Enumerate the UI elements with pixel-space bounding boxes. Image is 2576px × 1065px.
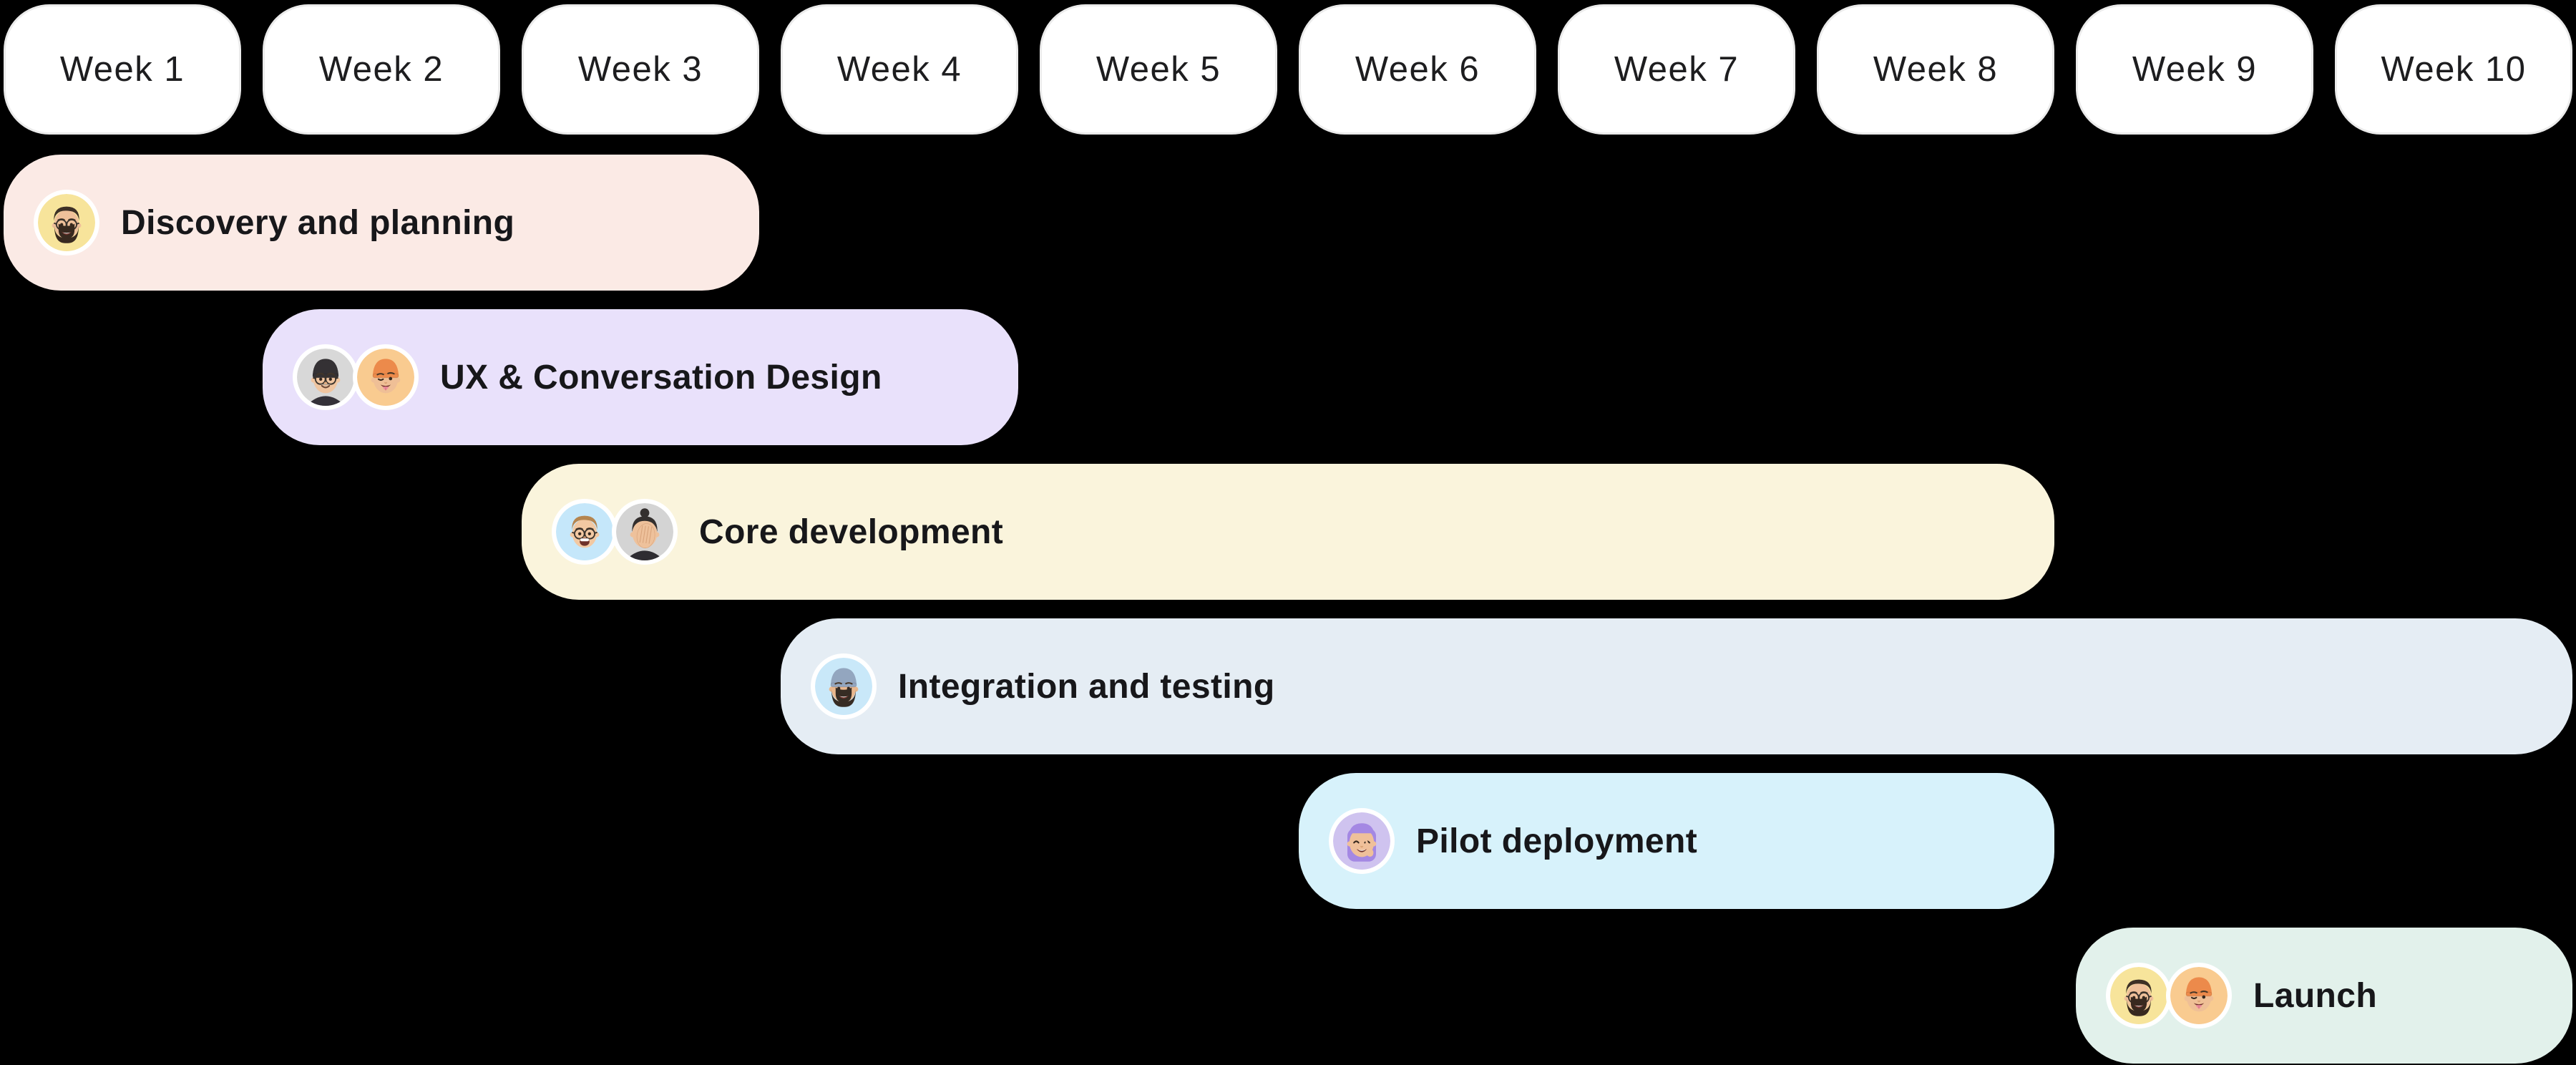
avatar-gray-beanie-mustache-man: [293, 344, 358, 410]
task-label-launch: Launch: [2253, 976, 2378, 1015]
avatar-bearded-man-glasses-yellow: [34, 190, 99, 256]
memoji-blue-bg-glasses-boy-icon: [556, 503, 613, 560]
week-pill-4: Week 4: [781, 4, 1018, 135]
assignee-avatars: [34, 190, 99, 256]
week-pill-9: Week 9: [2076, 4, 2313, 135]
assignee-avatars: [811, 653, 877, 719]
memoji-facepalm-man-bun-icon: [616, 503, 673, 560]
assignee-avatars: [293, 344, 419, 410]
task-label-pilot-deployment: Pilot deployment: [1416, 822, 1698, 860]
memoji-gray-beanie-mustache-man-icon: [297, 349, 354, 406]
task-bar-ux-conversation-design[interactable]: UX & Conversation Design: [263, 309, 1018, 445]
memoji-bearded-man-glasses-yellow-icon: [2110, 967, 2167, 1024]
task-bar-pilot-deployment[interactable]: Pilot deployment: [1299, 773, 2054, 909]
week-pill-2: Week 2: [263, 4, 500, 135]
avatar-bearded-man-glasses-yellow: [2106, 963, 2172, 1028]
task-label-integration-and-testing: Integration and testing: [898, 667, 1275, 706]
task-label-core-development: Core development: [699, 512, 1004, 551]
memoji-bearded-man-glasses-yellow-icon: [38, 194, 95, 251]
week-pill-6: Week 6: [1299, 4, 1536, 135]
week-pill-3: Week 3: [522, 4, 759, 135]
avatar-facepalm-man-bun: [612, 499, 678, 565]
week-pill-7: Week 7: [1558, 4, 1795, 135]
assignee-avatars: [1329, 808, 1395, 874]
week-pill-8: Week 8: [1817, 4, 2054, 135]
memoji-orange-beanie-wink-man-icon: [357, 349, 414, 406]
task-label-discovery-and-planning: Discovery and planning: [121, 203, 515, 242]
week-pill-5: Week 5: [1040, 4, 1277, 135]
memoji-blue-beanie-beard-man-icon: [815, 658, 872, 715]
avatar-blue-bg-glasses-boy: [552, 499, 618, 565]
task-bar-discovery-and-planning[interactable]: Discovery and planning: [4, 155, 759, 291]
avatar-blue-beanie-beard-man: [811, 653, 877, 719]
assignee-avatars: [552, 499, 678, 565]
assignee-avatars: [2106, 963, 2232, 1028]
task-bar-integration-and-testing[interactable]: Integration and testing: [781, 618, 2572, 754]
avatar-orange-beanie-wink-man: [2166, 963, 2232, 1028]
task-bar-core-development[interactable]: Core development: [522, 464, 2054, 600]
task-bar-launch[interactable]: Launch: [2076, 928, 2572, 1064]
week-pill-10: Week 10: [2335, 4, 2572, 135]
memoji-purple-hair-peace-girl-icon: [1333, 812, 1390, 870]
avatar-orange-beanie-wink-man: [353, 344, 419, 410]
avatar-purple-hair-peace-girl: [1329, 808, 1395, 874]
memoji-orange-beanie-wink-man-icon: [2170, 967, 2228, 1024]
week-pill-1: Week 1: [4, 4, 241, 135]
task-label-ux-conversation-design: UX & Conversation Design: [440, 358, 882, 397]
